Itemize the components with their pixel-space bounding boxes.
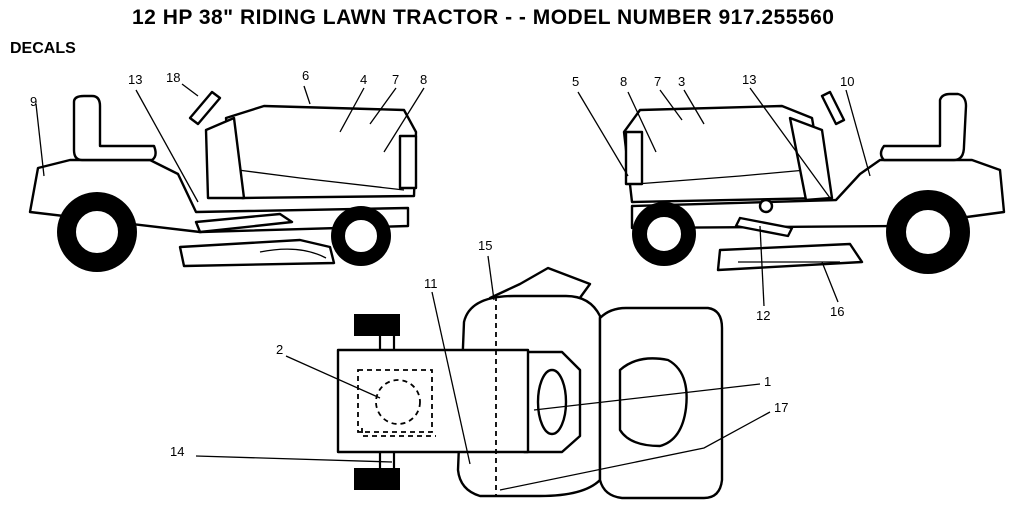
foot-pedal-left: [194, 212, 294, 234]
section-heading: DECALS: [10, 40, 76, 57]
rear-tire-top-lower: [354, 468, 400, 490]
seat-left: [72, 94, 157, 162]
seat-dashed-circle: [375, 379, 421, 425]
steering-wheel-top: [618, 357, 688, 448]
front-hub-right: [645, 215, 683, 253]
diagram-title: 12 HP 38" RIDING LAWN TRACTOR - - MODEL …: [132, 6, 835, 29]
grille-right: [624, 130, 644, 186]
callout-1: 1: [764, 374, 771, 389]
dash-left: [204, 116, 246, 200]
mower-deck-right: [716, 242, 864, 272]
callout-15: 15: [478, 238, 492, 253]
seat-right: [879, 92, 968, 162]
hood-panel-line-left: [237, 169, 405, 191]
rear-tire-top-upper: [354, 314, 400, 336]
foot-pedal-right: [734, 216, 794, 238]
hood-left: [224, 104, 418, 200]
rear-hub-right: [904, 208, 952, 256]
callout-3: 3: [678, 74, 685, 89]
callout-18: 18: [166, 70, 180, 85]
callout-5: 5: [572, 74, 579, 89]
right-side-view: [622, 90, 1006, 274]
leader-lines: [35, 83, 871, 491]
callout-2: 2: [276, 342, 283, 357]
seat-dashed-outline: [357, 369, 433, 433]
hood-right: [622, 104, 828, 204]
dash-right: [788, 116, 834, 202]
callout-labels: 9 13 18 6 4 7 8 5 8 7 3 13 10 12 16 15 1…: [30, 68, 854, 459]
callout-16: 16: [830, 304, 844, 319]
mower-deck-left: [178, 238, 336, 268]
callout-12: 12: [756, 308, 770, 323]
axle-stubs: [378, 336, 396, 468]
left-side-view: [28, 90, 418, 272]
callout-13-left: 13: [128, 72, 142, 87]
callout-14: 14: [170, 444, 184, 459]
grille-left: [398, 134, 418, 190]
steering-wheel-left: [188, 90, 222, 126]
top-view: [336, 266, 724, 500]
callout-11: 11: [424, 276, 438, 291]
steering-wheel-right: [820, 90, 846, 126]
callout-7-left: 7: [392, 72, 399, 87]
front-hub-left: [343, 218, 379, 254]
callout-8-right: 8: [620, 74, 627, 89]
callout-6: 6: [302, 68, 309, 83]
callout-8-left: 8: [420, 72, 427, 87]
callout-13-right: 13: [742, 72, 756, 87]
rear-hub-left: [74, 209, 120, 255]
deck-chute-left: [259, 248, 327, 259]
callout-4: 4: [360, 72, 367, 87]
callout-9: 9: [30, 94, 37, 109]
console-knob-top: [536, 368, 568, 436]
lift-lever-knob: [758, 198, 774, 214]
hood-panel-line-right: [635, 169, 807, 185]
callout-7-right: 7: [654, 74, 661, 89]
seat-dashed-shadow: [361, 428, 436, 437]
callout-10: 10: [840, 74, 854, 89]
callout-17: 17: [774, 400, 788, 415]
